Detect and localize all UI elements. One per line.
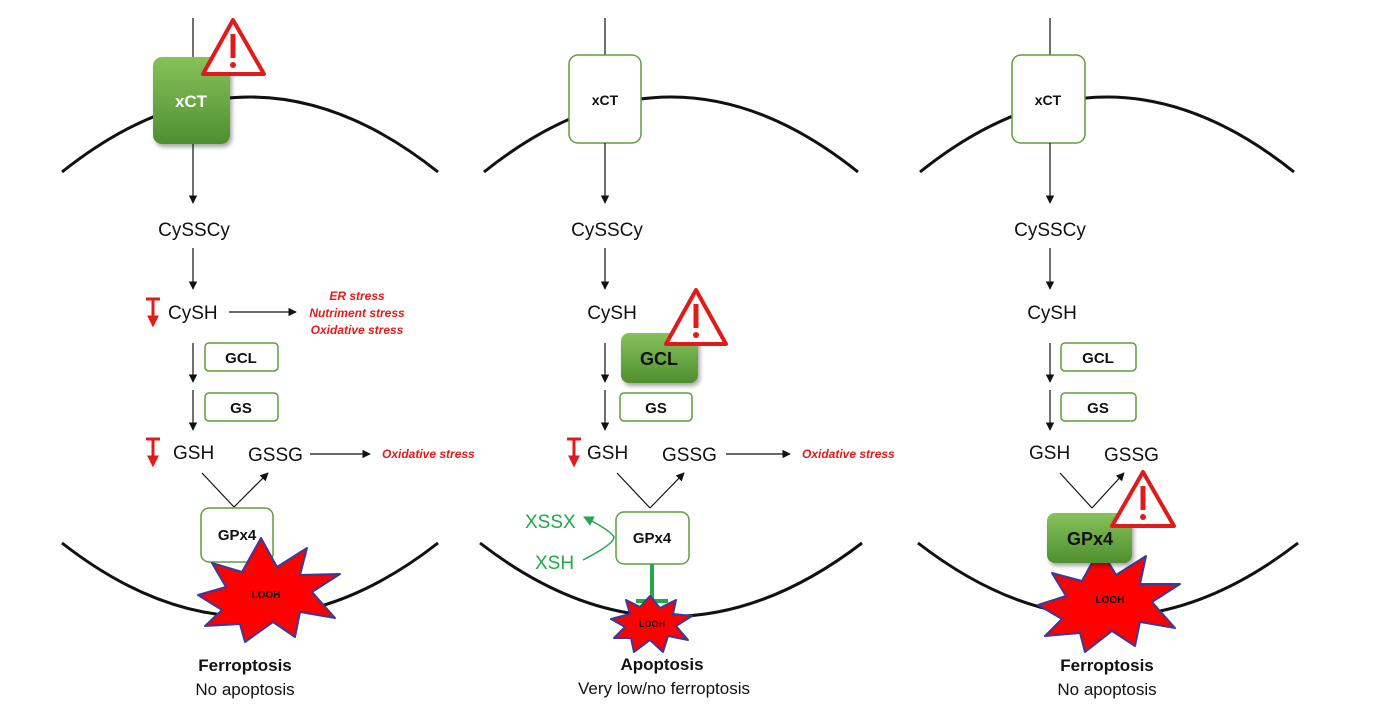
inhibition-bar	[636, 564, 668, 603]
xsh-to-xssx-arrow	[582, 516, 615, 561]
xct-label: xCT	[592, 92, 619, 108]
gsh-label: GSH	[1029, 443, 1070, 464]
cysscy-label: CySSCy	[158, 220, 230, 241]
gcl-label: GCL	[1082, 350, 1114, 367]
warning-icon	[1110, 470, 1176, 528]
cysh-label: CySH	[168, 303, 218, 324]
xct-label: xCT	[1035, 92, 1062, 108]
decrease-arrow-icon	[146, 437, 160, 468]
gs-enzyme: GS	[204, 392, 279, 422]
gs-label: GS	[230, 400, 252, 417]
cysh-label: CySH	[1027, 303, 1077, 324]
gsh-label: GSH	[587, 443, 628, 464]
gs-enzyme: GS	[1060, 392, 1137, 422]
outcome-title: Ferroptosis	[198, 656, 292, 675]
decrease-arrow-icon	[567, 437, 581, 468]
gs-enzyme: GS	[619, 392, 693, 422]
outcome-title: Apoptosis	[620, 655, 703, 674]
gs-label: GS	[1087, 400, 1109, 417]
xct-transporter: xCT	[1011, 54, 1086, 144]
gcl-enzyme: GCL	[204, 342, 279, 372]
gssg-stress-label: Oxidative stress	[382, 447, 475, 461]
xct-transporter: xCT	[153, 57, 230, 144]
stress-label-3: Oxidative stress	[311, 323, 404, 337]
outcome-subtitle: No apoptosis	[195, 680, 294, 699]
stress-label-1: ER stress	[329, 289, 385, 303]
looh-label: LOOH	[1096, 595, 1125, 606]
panel-3: xCT CySSCy CySH GCL GS GSH GSSG LOOH GPx…	[917, 18, 1299, 699]
cell-membrane-top	[919, 95, 1295, 174]
decrease-arrow-icon	[146, 297, 160, 328]
gs-label: GS	[645, 400, 667, 417]
outcome-title: Ferroptosis	[1060, 656, 1154, 675]
cysscy-label: CySSCy	[571, 220, 643, 241]
warning-icon	[201, 18, 266, 76]
gcl-label: GCL	[225, 350, 257, 367]
gpx4-label: GPx4	[218, 527, 257, 544]
gpx4-label: GPx4	[1067, 529, 1113, 549]
gcl-enzyme: GCL	[1060, 342, 1137, 372]
panel-2: xCT CySSCy CySH GCL GS GSH GSSG Oxidativ…	[479, 18, 895, 698]
outcome-subtitle: No apoptosis	[1057, 680, 1156, 699]
xsh-label: XSH	[535, 553, 574, 574]
looh-burst: LOOH	[1037, 547, 1181, 653]
outcome-subtitle: Very low/no ferroptosis	[578, 679, 750, 698]
cell-membrane-top	[483, 95, 859, 174]
gssg-label: GSSG	[1104, 445, 1159, 466]
looh-label: LOOH	[639, 619, 665, 629]
looh-burst: LOOH	[610, 595, 693, 653]
gssg-label: GSSG	[662, 445, 717, 466]
gpx4-label: GPx4	[633, 530, 672, 547]
cell-membrane-top	[61, 95, 439, 174]
xssx-label: XSSX	[525, 512, 576, 533]
cysscy-label: CySSCy	[1014, 220, 1086, 241]
warning-icon	[664, 288, 728, 346]
cysh-label: CySH	[587, 303, 637, 324]
gcl-label: GCL	[640, 349, 678, 369]
looh-burst: LOOH	[197, 537, 341, 643]
stress-label-2: Nutriment stress	[309, 306, 405, 320]
gpx4-enzyme: GPx4	[615, 511, 690, 565]
gssg-label: GSSG	[248, 445, 303, 466]
panel-1: xCT CySSCy CySH ER stress Nutriment stre…	[61, 18, 475, 699]
xct-label: xCT	[175, 92, 208, 111]
xct-transporter: xCT	[568, 54, 642, 144]
gsh-label: GSH	[173, 443, 214, 464]
gssg-stress-label: Oxidative stress	[802, 447, 895, 461]
looh-label: LOOH	[252, 590, 281, 601]
